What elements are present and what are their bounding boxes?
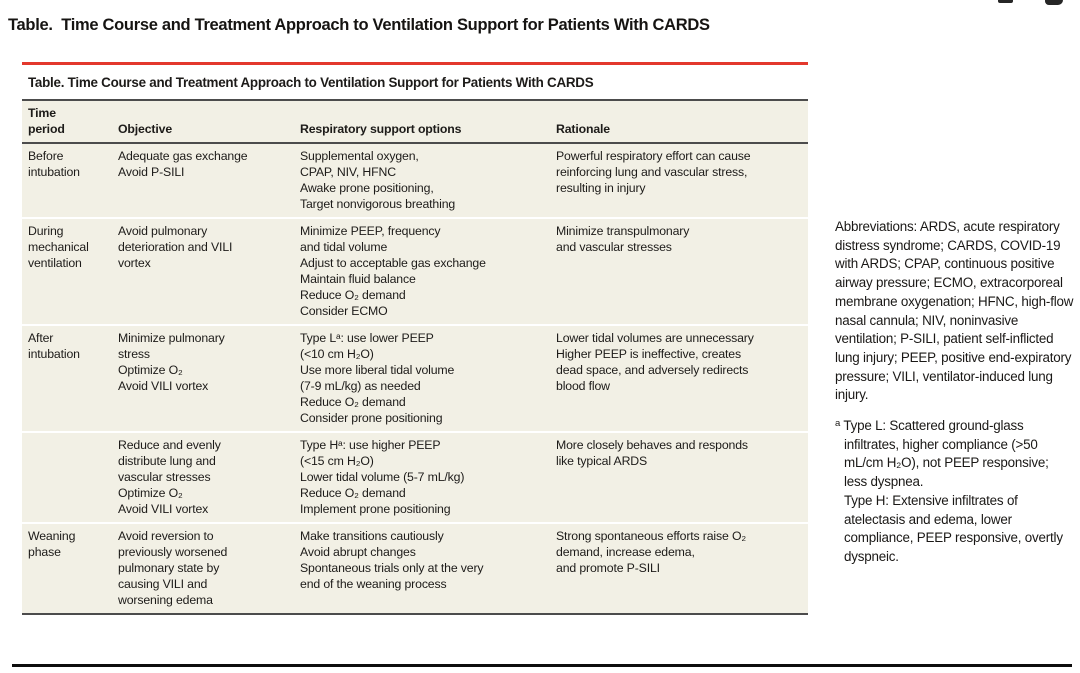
footnote-marker: a	[835, 418, 841, 430]
cell-rationale: Lower tidal volumes are unnecessary High…	[556, 331, 754, 393]
accent-rule	[22, 62, 808, 65]
cell-rationale: Powerful respiratory effort can cause re…	[556, 149, 751, 195]
cropped-toolbar-icon-2[interactable]	[1045, 0, 1063, 5]
cell-objective: Adequate gas exchange Avoid P-SILI	[118, 149, 248, 179]
header-rule-top	[22, 99, 808, 101]
cell-time-period: During mechanical ventilation	[28, 224, 89, 270]
cell-objective: Avoid reversion to previously worsened p…	[118, 529, 228, 607]
cell-rationale: Strong spontaneous efforts raise O₂ dema…	[556, 529, 747, 575]
row-divider-partial	[118, 431, 808, 433]
footnote-type-h: Type H: Extensive infiltrates of atelect…	[844, 492, 1063, 564]
cell-objective: Reduce and evenly distribute lung and va…	[118, 438, 221, 516]
table-notes: Abbreviations: ARDS, acute respiratory d…	[835, 218, 1075, 567]
cell-support-options: Type Hᵃ: use higher PEEP (<15 cm H₂O) Lo…	[300, 438, 465, 516]
table-bottom-rule	[22, 613, 808, 615]
cell-rationale: More closely behaves and responds like t…	[556, 438, 748, 468]
table-row-before-intubation: Before intubation Adequate gas exchange …	[22, 144, 808, 217]
bottom-divider	[12, 664, 1072, 667]
footnote-type-l: Type L: Scattered ground-glass infiltrat…	[843, 418, 1049, 490]
cell-objective: Minimize pulmonary stress Optimize O₂ Av…	[118, 331, 225, 393]
row-divider	[22, 522, 808, 524]
table-row-after-intubation-type-l: After intubation Minimize pulmonary stre…	[22, 326, 808, 431]
cell-time-period: Weaning phase	[28, 529, 76, 559]
cell-rationale: Minimize transpulmonary and vascular str…	[556, 224, 690, 254]
header-rule-bottom	[22, 142, 808, 144]
row-divider	[22, 217, 808, 219]
row-divider	[22, 324, 808, 326]
column-header-objective: Objective	[118, 122, 173, 136]
table-row-during-mechanical-ventilation: During mechanical ventilation Avoid pulm…	[22, 219, 808, 324]
column-header-respiratory-support: Respiratory support options	[300, 122, 462, 136]
cell-support-options: Type Lᵃ: use lower PEEP (<10 cm H₂O) Use…	[300, 331, 455, 425]
column-header-time-period: Time period	[28, 106, 65, 136]
cell-time-period	[22, 437, 118, 517]
abbreviations-note: Abbreviations: ARDS, acute respiratory d…	[835, 219, 1074, 403]
table-title: Table. Time Course and Treatment Approac…	[22, 65, 808, 99]
cell-objective: Avoid pulmonary deterioration and VILI v…	[118, 224, 233, 270]
table-row-after-intubation-type-h: Reduce and evenly distribute lung and va…	[22, 433, 808, 522]
cell-support-options: Make transitions cautiously Avoid abrupt…	[300, 529, 484, 591]
cell-time-period: After intubation	[28, 331, 80, 361]
table-row-weaning-phase: Weaning phase Avoid reversion to previou…	[22, 524, 808, 613]
footnote-type-definitions: a Type L: Scattered ground-glass infiltr…	[835, 415, 1075, 567]
table-card: Table. Time Course and Treatment Approac…	[22, 62, 808, 615]
page-title: Table. Time Course and Treatment Approac…	[8, 16, 710, 34]
table-header-row: Time period Objective Respiratory suppor…	[22, 101, 808, 142]
cell-support-options: Minimize PEEP, frequency and tidal volum…	[300, 224, 486, 318]
column-header-rationale: Rationale	[556, 122, 610, 136]
cropped-toolbar-icon-1[interactable]	[998, 0, 1013, 3]
cell-support-options: Supplemental oxygen, CPAP, NIV, HFNC Awa…	[300, 149, 456, 211]
cell-time-period: Before intubation	[28, 149, 80, 179]
